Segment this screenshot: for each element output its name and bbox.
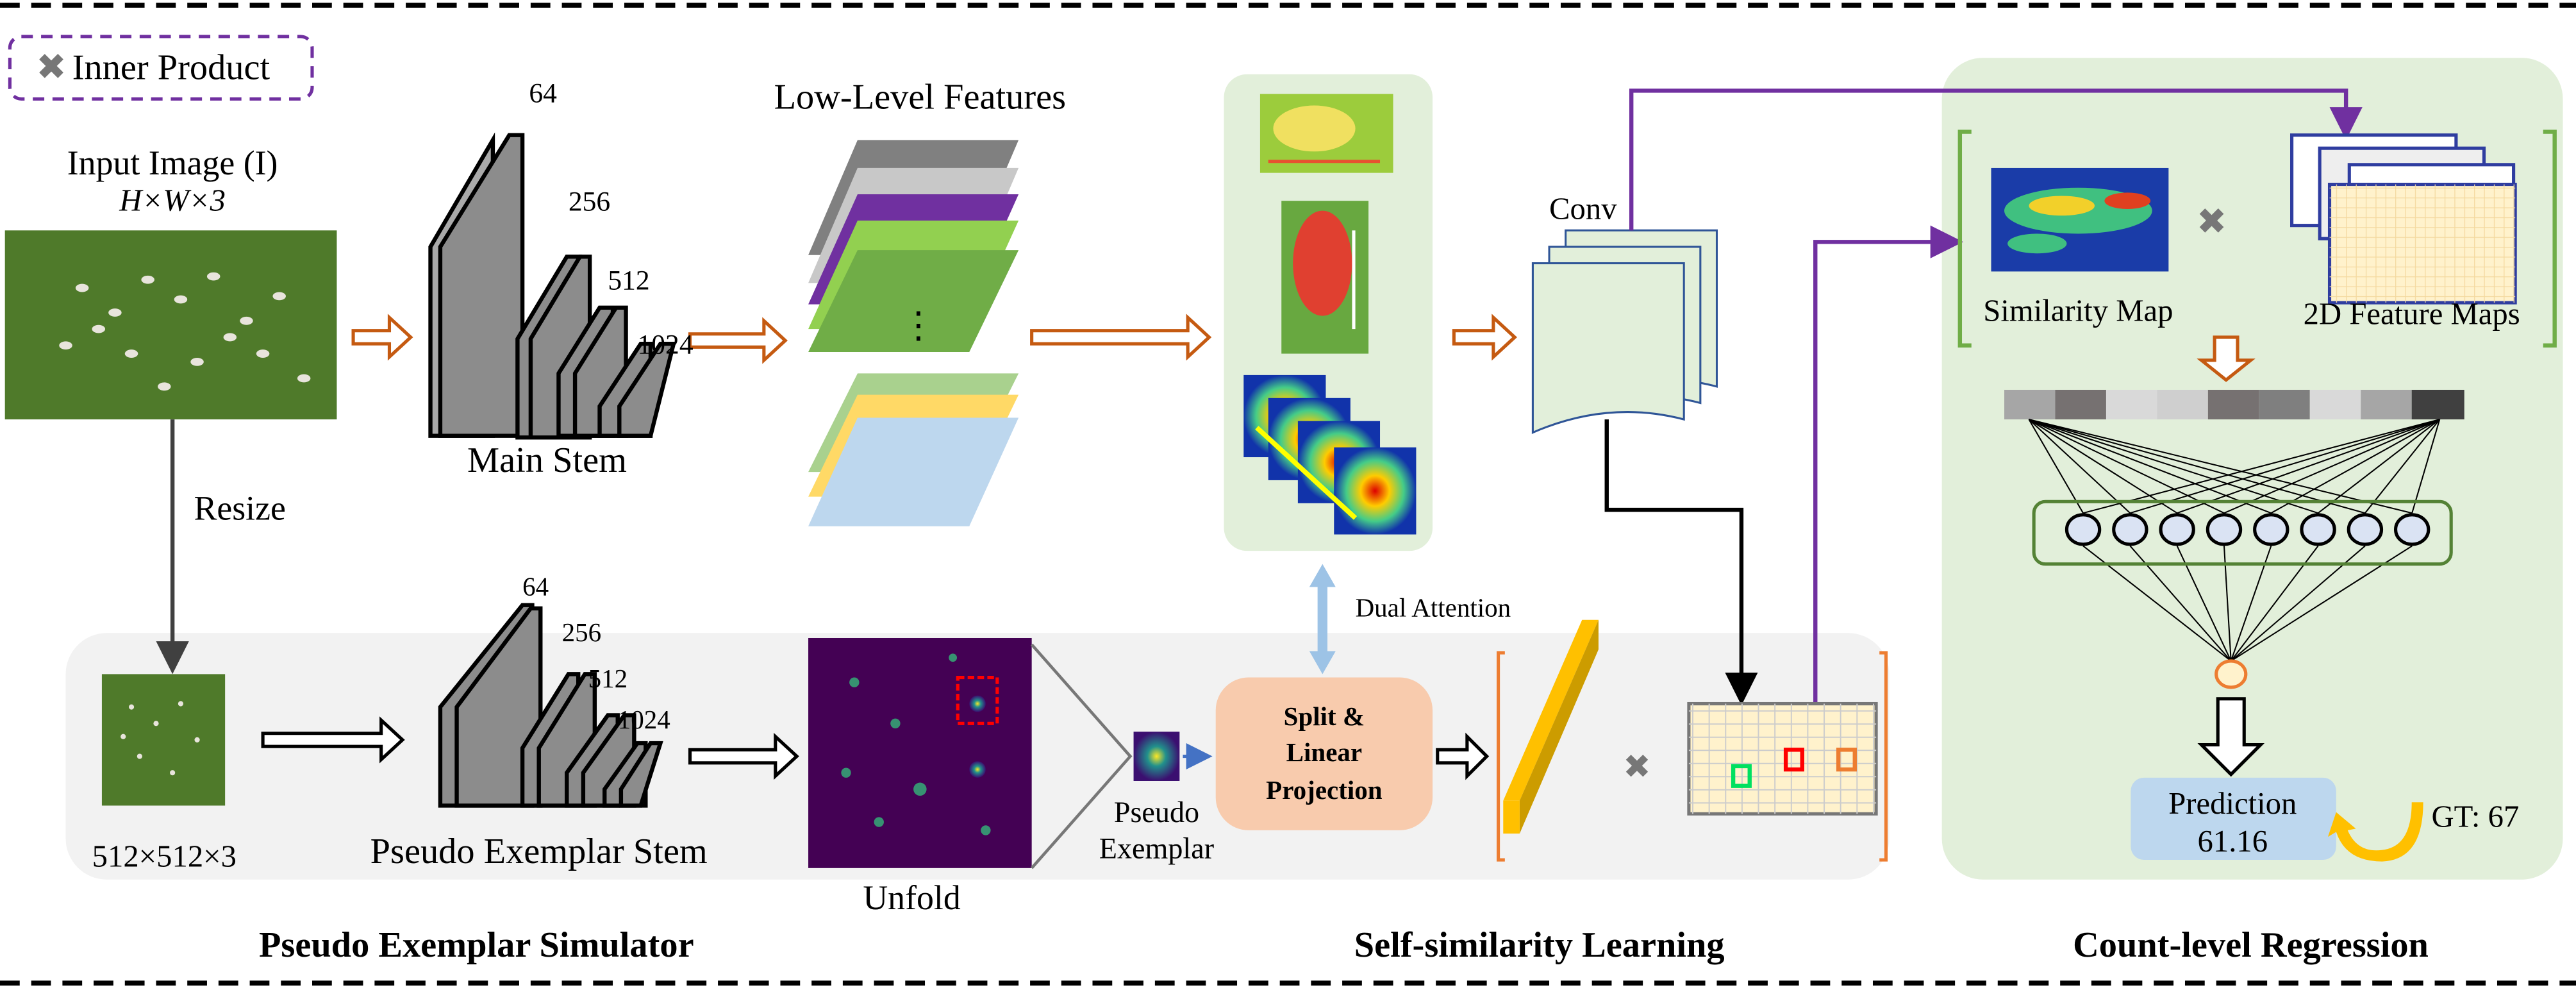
neuron: [2300, 513, 2336, 546]
fc-edge: [2029, 419, 2318, 514]
neuron: [2112, 513, 2148, 546]
black-flow-arrows: [261, 697, 2265, 780]
channel-label: 512: [608, 265, 649, 296]
fc-edge: [2028, 419, 2084, 514]
split-line: Projection: [1266, 775, 1383, 805]
channel-label: 64: [522, 571, 549, 601]
similarity-map-label: Similarity Map: [1983, 293, 2173, 328]
black-connector: [1604, 419, 1758, 706]
resize-label: Resize: [194, 489, 285, 527]
channel-label: 1024: [618, 705, 670, 734]
neuron: [2347, 513, 2384, 546]
split-projection-box: [1215, 677, 1433, 830]
cross-icon: ✖: [1623, 749, 1650, 785]
channel-label: 256: [562, 617, 601, 647]
prediction-box: [2131, 777, 2336, 860]
channel-label: 256: [569, 187, 610, 217]
similarity-grid: [1687, 701, 1878, 816]
neuron: [2394, 513, 2431, 546]
channel-label: 64: [529, 78, 557, 108]
fc-edge: [2029, 419, 2413, 514]
prediction-label: Prediction: [2168, 786, 2297, 821]
legend-inner-product: ✖ Inner Product: [8, 35, 314, 101]
prediction-value: 61.16: [2198, 824, 2268, 859]
cross-icon: ✖: [36, 48, 66, 88]
section-title: Self-similarity Learning: [1354, 925, 1725, 965]
fc-edge: [2029, 419, 2225, 514]
pseudo-exemplar-label: Exemplar: [1099, 832, 1214, 864]
svg-text:⋮: ⋮: [901, 306, 936, 346]
split-projection-text: Split & Linear Projection: [1266, 701, 1383, 805]
conv-label: Conv: [1549, 191, 1617, 226]
pseudo-exemplar-label: Pseudo: [1114, 796, 1199, 828]
main-stem-label: Main Stem: [467, 440, 627, 480]
main-stem-channels: 64 256 512 1024: [529, 78, 694, 360]
section-title: Count-level Regression: [2073, 925, 2429, 965]
feature-vector-bar: [1503, 619, 1599, 834]
split-line: Linear: [1286, 737, 1362, 767]
hidden-layer-box: [2032, 499, 2453, 566]
conv-maps: [1531, 229, 1718, 434]
low-level-title: Low-Level Features: [774, 78, 1067, 117]
dual-attention-label: Dual Attention: [1356, 593, 1511, 623]
neuron: [2065, 513, 2102, 546]
purple-connector: [1813, 225, 1963, 704]
fc-edge: [2177, 419, 2440, 514]
section-title: Pseudo Exemplar Simulator: [259, 925, 694, 965]
purple-connector: [1629, 88, 2363, 231]
input-image: [4, 230, 337, 420]
channel-label: 1024: [637, 330, 693, 360]
feature-maps-label: 2D Feature Maps: [2304, 296, 2520, 331]
pseudo-stem-channels: 64 256 512 1024: [522, 571, 670, 734]
green-bracket: [1957, 130, 2557, 348]
fc-edge: [2028, 419, 2178, 514]
hidden-neurons: [2065, 513, 2431, 546]
neuron: [2206, 513, 2243, 546]
feature-maps-stack: [2290, 133, 2517, 305]
fc-edge: [2270, 419, 2440, 514]
main-stem-layers: [428, 132, 676, 440]
cross-icon: ✖: [2197, 202, 2227, 242]
flattened-vector: [2004, 389, 2464, 420]
orange-bracket: [1497, 651, 1888, 862]
fc-edge: [2223, 419, 2440, 514]
fc-edge: [2028, 419, 2131, 514]
small-dims-label: 512×512×3: [92, 839, 237, 873]
channel-label: 512: [588, 664, 627, 693]
legend-label: Inner Product: [72, 48, 270, 88]
fc-edge: [2029, 419, 2366, 514]
pseudo-stem-label: Pseudo Exemplar Stem: [370, 832, 708, 871]
flow-arrows: [351, 314, 2256, 382]
unfold-map: [808, 637, 1032, 868]
neuron: [2253, 513, 2289, 546]
fc-edge: [2082, 419, 2440, 514]
unfold-lines: [1030, 643, 1133, 869]
fc-edge: [2317, 419, 2440, 514]
pseudo-stem-layers: [438, 603, 663, 808]
fc-edge: [2411, 419, 2441, 514]
gt-feedback-arrow: [2327, 802, 2423, 862]
fc-edge: [2364, 419, 2441, 514]
output-neuron: [2215, 659, 2248, 689]
neuron: [2159, 513, 2195, 546]
low-level-feature-stack: ⋮: [808, 140, 1019, 526]
unfold-label: Unfold: [863, 878, 961, 917]
ground-truth-label: GT: 67: [2431, 800, 2519, 834]
input-dims: H×W×3: [119, 183, 226, 218]
dual-attention-arrow: [1309, 564, 1336, 675]
split-line: Split &: [1284, 701, 1365, 731]
fc-edge: [2130, 419, 2440, 514]
attention-panel: [1224, 74, 1433, 551]
fc-edge: [2029, 419, 2272, 514]
similarity-map-image: [1991, 167, 2169, 272]
small-input-image: [101, 674, 226, 806]
input-image-title: Input Image (I): [67, 144, 278, 182]
pseudo-exemplar-patch: [1133, 732, 1180, 781]
